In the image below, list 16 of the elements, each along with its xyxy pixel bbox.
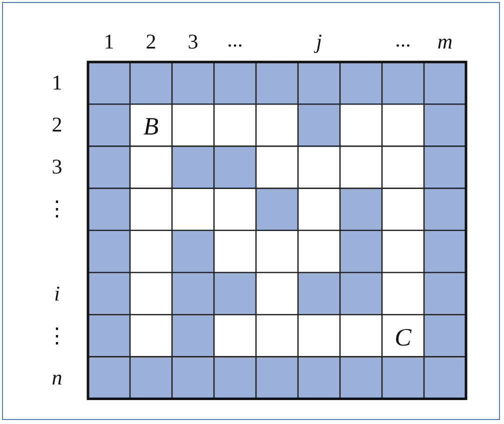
ellipsis: ...	[395, 30, 411, 50]
cell-letter: B	[143, 114, 159, 140]
row-number: 2	[52, 114, 62, 136]
row-index: n	[52, 367, 62, 388]
row-number: 1	[52, 72, 62, 94]
vertical-ellipsis: ⋮	[46, 198, 68, 220]
column-number: 3	[188, 32, 198, 52]
column-number: 2	[146, 32, 156, 52]
column-index: m	[437, 32, 453, 52]
column-index: j	[316, 32, 322, 52]
row-index: i	[54, 283, 60, 304]
column-number: 1	[104, 32, 114, 52]
cell-letter: C	[394, 325, 412, 350]
ellipsis: ...	[227, 30, 243, 50]
vertical-ellipsis: ⋮	[46, 325, 68, 346]
row-number: 3	[52, 156, 62, 178]
